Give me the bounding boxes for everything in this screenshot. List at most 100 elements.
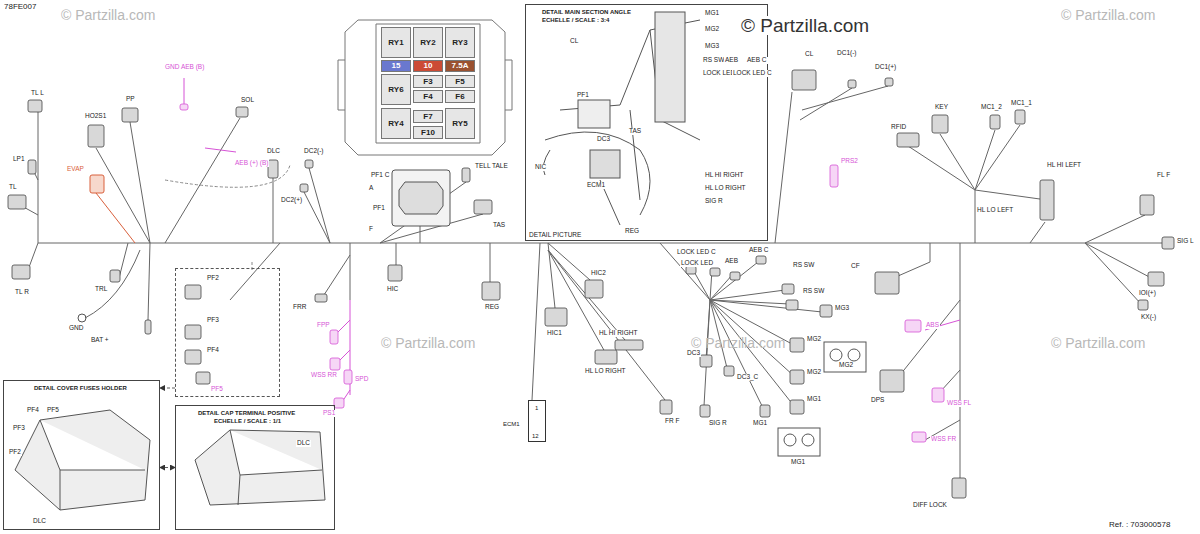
connector-label: DC3: [596, 136, 611, 143]
fuse-box-inner: [376, 24, 480, 143]
connector-label: DLC: [296, 440, 311, 447]
wire: [775, 86, 1047, 243]
relay-cell: RY4: [381, 108, 411, 139]
pin-face: [802, 434, 814, 446]
connector-symbol: [330, 330, 338, 344]
connector-symbol: [760, 405, 770, 417]
connector-label: PF2: [8, 449, 22, 456]
fuse-cell: F5: [445, 75, 475, 88]
connector-label: BAT +: [90, 337, 110, 344]
connector-label: RS SW: [702, 57, 725, 64]
connector-label: LOCK LED C: [676, 249, 717, 256]
connector-symbol: [790, 400, 804, 414]
connector-symbol: [1138, 300, 1148, 310]
connector-label: CL: [569, 38, 579, 45]
connector-symbol: [388, 265, 402, 281]
relay-cell: RY5: [445, 108, 475, 139]
node-text: 10: [424, 62, 433, 70]
connector-label: RS SW: [802, 288, 825, 295]
node-text: RY4: [388, 120, 403, 128]
connector-symbol: [28, 100, 42, 112]
reference-code: Ref. : 703000578: [1108, 521, 1171, 529]
connector-label: DPS: [870, 397, 885, 404]
wire: [898, 215, 1162, 478]
connector-symbol: [185, 325, 201, 339]
connector-symbol: [185, 285, 201, 299]
node-text: 12: [532, 433, 539, 439]
detail-frame: DETAIL MAIN SECTION ANGLE ECHELLE / SCALE…: [525, 4, 768, 241]
node-text: 7.5A: [452, 62, 469, 70]
connector-symbol: [790, 338, 804, 352]
connector-label: MG1: [704, 10, 720, 17]
fuse-cell: 7.5A: [445, 60, 475, 72]
connector-symbol: [724, 366, 734, 376]
watermark: © Partzilla.com: [60, 8, 156, 22]
connector-label: RS SW: [792, 262, 815, 269]
cover-sketch: [15, 410, 150, 510]
connector-label: PF3: [12, 425, 26, 432]
connector-label: PS1: [322, 410, 336, 417]
connector-label: GND: [68, 325, 84, 332]
fuse-cell: F4: [413, 90, 443, 103]
connector-label: HL LO LEFT: [976, 207, 1014, 214]
connector-label: DLC: [32, 518, 47, 525]
connector-label: TL L: [30, 90, 45, 97]
watermark: © Partzilla.com: [1060, 8, 1156, 22]
connector-label: AEB: [724, 258, 739, 265]
connector-label: MG3: [834, 305, 850, 312]
wire: [96, 193, 135, 243]
fuse-cell: 10: [413, 60, 443, 72]
connector-sketch: [655, 12, 685, 122]
detail-title: DETAIL MAIN SECTION ANGLE: [542, 9, 631, 15]
pin-face: [830, 349, 842, 361]
connector-symbol: [145, 320, 151, 334]
connector-label: DC1(-): [836, 50, 858, 57]
node-text: RY3: [452, 39, 467, 47]
main-trunk: [38, 110, 1085, 243]
connector-symbol: [330, 358, 340, 370]
connector-symbol: [792, 70, 816, 90]
dashed-arrow: [160, 388, 175, 389]
connector-label: MG2: [806, 336, 822, 343]
connector-symbol: [28, 160, 36, 174]
connector-symbol: [585, 280, 603, 298]
relay-cell: RY3: [445, 27, 475, 58]
connector-symbol: [700, 405, 710, 417]
connector-label: AEB (+) (B): [234, 160, 269, 167]
node-text: ECHELLE / SCALE : 3:4: [542, 17, 609, 23]
node-text: PF3: [206, 317, 220, 324]
connector-symbol: [782, 284, 794, 294]
connector-label: AEB: [724, 57, 739, 64]
reference-code: 78FE007: [3, 3, 37, 11]
connector-label: HL LO RIGHT: [584, 368, 627, 375]
connector-symbol: [660, 400, 672, 414]
watermark: © Partzilla.com: [1050, 336, 1146, 350]
connector-symbol: [344, 370, 352, 384]
connector-label: AEB C: [746, 57, 768, 64]
node-text: F4: [423, 93, 432, 101]
node-text: F5: [455, 78, 464, 86]
pin-range-box: ECM1112: [528, 400, 546, 442]
connector-symbol: [110, 270, 120, 282]
connector-symbol: [305, 160, 313, 168]
node-text: RY1: [388, 39, 403, 47]
connector-symbol: [912, 432, 926, 442]
detail-frame: DETAIL CAP TERMINAL POSITIVEECHELLE / SC…: [175, 405, 335, 530]
connector-label: PF1 C: [370, 172, 390, 179]
connector-symbol: [885, 78, 893, 86]
wire: [184, 78, 960, 405]
fuse-box-tab: [338, 60, 512, 110]
node-text: PF2: [206, 275, 220, 282]
connector-symbol: [300, 184, 308, 192]
connector-label: HL HI RIGHT: [598, 330, 638, 337]
relay-cell: RY2: [413, 27, 443, 58]
connector-symbol: [790, 370, 804, 384]
relay-cell: RY6: [381, 74, 411, 105]
connector-label: HL LO RIGHT: [704, 185, 747, 192]
connector-symbol: [122, 108, 138, 122]
fuse-cell: F7: [413, 110, 443, 123]
connector-label: MC1_2: [980, 104, 1003, 111]
connector-symbol: [1162, 237, 1174, 249]
connectors: [8, 70, 1174, 498]
